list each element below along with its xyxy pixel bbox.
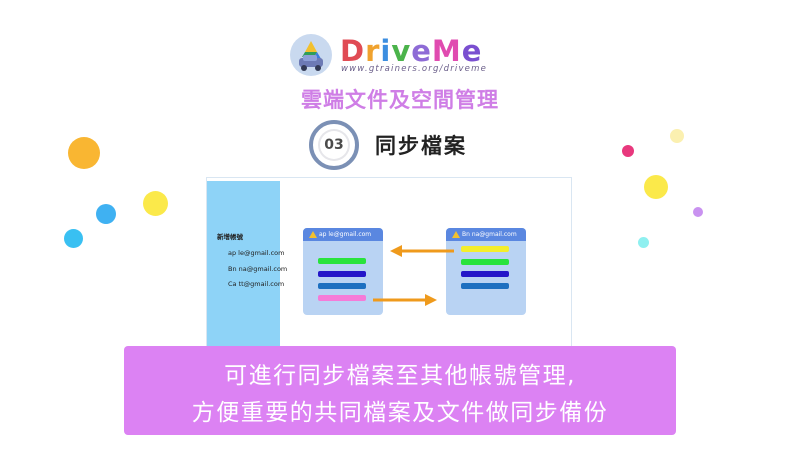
card-header: Bn na@gmail.com bbox=[446, 228, 526, 241]
step-number: 03 bbox=[318, 129, 350, 161]
brand-letter: r bbox=[365, 34, 381, 68]
caption-box: 可進行同步檔案至其他帳號管理, 方便重要的共同檔案及文件做同步備份 bbox=[124, 346, 676, 435]
file-bar[interactable] bbox=[461, 246, 509, 252]
sync-arrow-left-icon bbox=[390, 245, 454, 257]
file-bar[interactable] bbox=[318, 295, 366, 301]
decor-dot-pink bbox=[622, 145, 634, 157]
brand-url: www.gtrainers.org/driveme bbox=[341, 64, 488, 74]
account-card-left: ap le@gmail.com bbox=[303, 228, 383, 315]
file-bar[interactable] bbox=[461, 259, 509, 265]
sidebar-heading: 新增帳號 bbox=[217, 233, 243, 241]
brand-letter: v bbox=[391, 34, 412, 68]
card-header: ap le@gmail.com bbox=[303, 228, 383, 241]
brand-letter: e bbox=[461, 34, 483, 68]
file-bar[interactable] bbox=[461, 283, 509, 289]
decor-dot-yellow2 bbox=[644, 175, 668, 199]
decor-dot-lightyellow bbox=[670, 129, 684, 143]
decor-dot-blue bbox=[96, 204, 116, 224]
drive-icon bbox=[452, 231, 460, 238]
card-email: Bn na@gmail.com bbox=[462, 231, 517, 238]
card-email: ap le@gmail.com bbox=[319, 231, 372, 238]
sidebar-item-account-3[interactable]: Ca tt@gmail.com bbox=[228, 280, 285, 288]
decor-dot-yellow bbox=[143, 191, 168, 216]
file-bar[interactable] bbox=[318, 258, 366, 264]
brand-letter: D bbox=[340, 34, 366, 68]
brand-name: DriveMe bbox=[340, 34, 482, 68]
sidebar-item-account-2[interactable]: Bn na@gmail.com bbox=[228, 265, 288, 273]
brand-letter: e bbox=[411, 34, 432, 68]
sync-arrow-right-icon bbox=[373, 294, 437, 306]
decor-dot-orange bbox=[68, 137, 100, 169]
page-subtitle: 雲端文件及空間管理 bbox=[301, 88, 499, 112]
step-title: 同步檔案 bbox=[375, 134, 467, 158]
file-bar[interactable] bbox=[461, 271, 509, 277]
sidebar-item-account-1[interactable]: ap le@gmail.com bbox=[228, 249, 285, 257]
logo-icon bbox=[290, 34, 332, 76]
decor-dot-purple bbox=[693, 207, 703, 217]
decor-dot-aqua bbox=[638, 237, 649, 248]
brand-letter: M bbox=[431, 34, 462, 68]
account-card-right: Bn na@gmail.com bbox=[446, 228, 526, 315]
caption-line-2: 方便重要的共同檔案及文件做同步備份 bbox=[191, 400, 609, 426]
file-bar[interactable] bbox=[318, 283, 366, 289]
caption-line-1: 可進行同步檔案至其他帳號管理, bbox=[224, 363, 576, 389]
file-bar[interactable] bbox=[318, 271, 366, 277]
drive-icon bbox=[309, 231, 317, 238]
decor-dot-cyan bbox=[64, 229, 83, 248]
brand-letter: i bbox=[380, 34, 392, 68]
